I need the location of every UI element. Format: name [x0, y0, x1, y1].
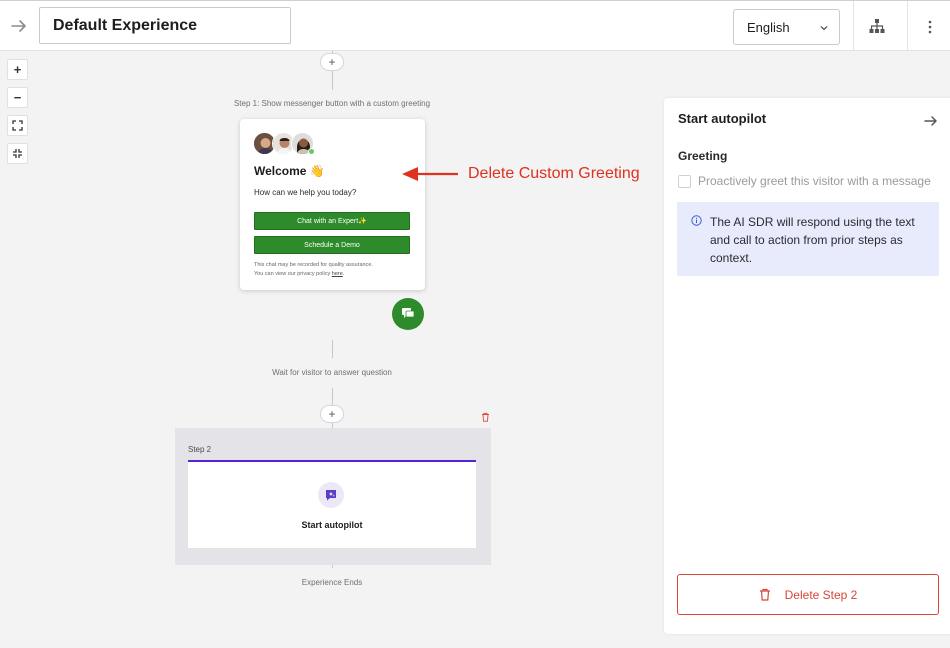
- step1-label: Step 1: Show messenger button with a cus…: [233, 99, 431, 108]
- greeting-section-label: Greeting: [678, 149, 728, 163]
- expand-icon: [12, 120, 23, 131]
- connector-line: [332, 70, 333, 90]
- privacy-disclaimer: This chat may be recorded for quality as…: [254, 262, 373, 277]
- divider: [907, 1, 908, 51]
- more-vertical-icon[interactable]: [922, 18, 938, 36]
- avatar: [291, 132, 314, 155]
- welcome-heading: Welcome 👋: [254, 164, 325, 178]
- proactive-greet-checkbox-row[interactable]: Proactively greet this visitor with a me…: [678, 174, 931, 188]
- info-text: The AI SDR will respond using the text a…: [710, 215, 915, 265]
- delete-step-label: Delete Step 2: [784, 587, 858, 602]
- connector-line: [332, 340, 333, 358]
- sitemap-icon[interactable]: [868, 17, 886, 35]
- step2-container: Step 2 Start autopilot: [175, 428, 491, 565]
- greeting-question: How can we help you today?: [254, 188, 357, 197]
- schedule-demo-button[interactable]: Schedule a Demo: [254, 236, 410, 254]
- zoom-out-button[interactable]: −: [7, 87, 28, 108]
- add-step-button[interactable]: +: [320, 405, 344, 423]
- proactive-greet-label: Proactively greet this visitor with a me…: [698, 174, 931, 188]
- collapse-view-button[interactable]: [7, 143, 28, 164]
- annotation-arrow-icon: [402, 167, 458, 181]
- step2-label: Step 2: [188, 445, 212, 454]
- proactive-greet-checkbox[interactable]: [678, 174, 691, 188]
- end-label: Experience Ends: [301, 578, 363, 587]
- step2-card[interactable]: Start autopilot: [188, 460, 476, 548]
- messenger-launcher-button[interactable]: [392, 298, 424, 330]
- chevron-down-icon: [820, 26, 828, 31]
- info-icon: [691, 215, 702, 226]
- panel-title: Start autopilot: [678, 111, 767, 126]
- connector-line: [332, 388, 333, 406]
- trash-icon: [759, 588, 770, 601]
- delete-step-button[interactable]: Delete Step 2: [677, 574, 939, 615]
- chat-with-expert-button[interactable]: Chat with an Expert✨: [254, 212, 410, 230]
- step2-name: Start autopilot: [301, 520, 363, 530]
- add-step-button[interactable]: +: [320, 53, 344, 71]
- delete-step-icon[interactable]: [481, 412, 490, 422]
- avatar: [272, 132, 295, 155]
- wave-emoji: 👋: [309, 164, 325, 178]
- language-select[interactable]: English: [733, 9, 840, 45]
- top-bar: English: [0, 0, 950, 51]
- language-select-value: English: [747, 19, 790, 35]
- info-callout: The AI SDR will respond using the text a…: [677, 202, 939, 276]
- fit-view-button[interactable]: [7, 115, 28, 136]
- connector-line: [332, 460, 333, 548]
- collapse-arrow-icon[interactable]: [10, 17, 28, 35]
- divider: [853, 1, 854, 51]
- privacy-policy-link[interactable]: here: [331, 271, 343, 277]
- online-status-dot: [308, 148, 315, 155]
- step-settings-panel: Start autopilot Greeting Proactively gre…: [664, 98, 950, 634]
- experience-title-input[interactable]: [39, 7, 291, 44]
- chat-bubbles-icon: [402, 308, 415, 318]
- zoom-in-button[interactable]: +: [7, 59, 28, 80]
- annotation-text: Delete Custom Greeting: [468, 165, 640, 182]
- avatar: [253, 132, 276, 155]
- close-panel-arrow-icon[interactable]: [923, 113, 939, 129]
- wait-label: Wait for visitor to answer question: [272, 368, 392, 377]
- autopilot-icon: [318, 482, 344, 508]
- greeting-preview-card[interactable]: Welcome 👋 How can we help you today? Cha…: [240, 119, 425, 290]
- compress-icon: [13, 149, 22, 158]
